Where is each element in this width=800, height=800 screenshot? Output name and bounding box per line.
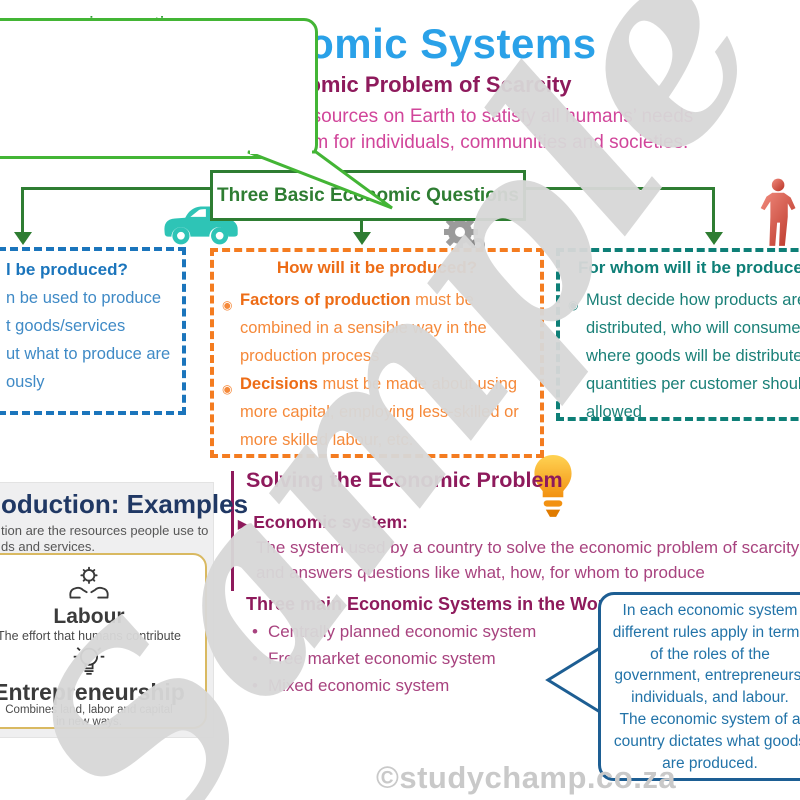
column-whom-line: where goods will be distributed, xyxy=(586,347,800,365)
entrepreneurship-title: Entrepreneurship xyxy=(0,679,185,705)
system-name: Mixed economic system xyxy=(267,676,450,695)
column-how-content: ◉ Factors of production must be combined… xyxy=(222,286,534,454)
column-whom-header: For whom will it be produced? xyxy=(578,258,800,277)
column-how-produced: How will it be produced? ◉ Factors of pr… xyxy=(210,248,544,458)
connector-drop-center xyxy=(360,214,363,233)
bubble-line: of the roles of the xyxy=(650,645,770,663)
definition-line: and answers questions like what, how, fo… xyxy=(256,563,705,582)
speech-bubble-tail xyxy=(247,148,393,210)
gears-icon xyxy=(444,216,485,252)
column-whom-line: quantities per customer should be xyxy=(586,375,800,393)
bubble-line: different rules apply in terms xyxy=(612,623,800,641)
three-questions-box: Three Basic Economic Questions xyxy=(210,170,526,221)
column-what-line: ut what to produce are xyxy=(6,345,171,363)
connector-line-right xyxy=(519,187,715,190)
list-item: • Free market economic system xyxy=(252,645,536,672)
bullet-item: ◉ Factors of production must be combined… xyxy=(222,286,534,370)
down-arrow-icon xyxy=(14,232,32,245)
labour-title: Labour xyxy=(53,605,125,628)
list-item: • Centrally planned economic system xyxy=(252,618,536,645)
lightbulb-icon xyxy=(534,455,572,517)
down-arrow-icon xyxy=(353,232,371,245)
section-accent-line xyxy=(231,471,234,591)
column-whom-content: ◉ Must decide how products are distribut… xyxy=(568,286,800,426)
column-what-line: ously xyxy=(6,373,45,391)
ring-bullet-icon: ◉ xyxy=(222,298,233,312)
column-what-line: n be used to produce xyxy=(6,289,162,307)
systems-list: • Centrally planned economic system • Free… xyxy=(252,618,536,699)
factors-of-production-card: oduction: Examples tion are the resource… xyxy=(0,482,248,738)
factors-card-subtext: tion are the resources people use to xyxy=(1,523,209,538)
dot-bullet-icon: • xyxy=(252,649,258,668)
bullet-bold-text: Factors of production xyxy=(240,291,411,309)
bubble-line: In each economic system xyxy=(622,602,798,619)
system-name: Free market economic system xyxy=(267,649,496,668)
bottom-right-speech-bubble xyxy=(598,592,800,781)
system-name: Centrally planned economic system xyxy=(267,622,537,641)
ring-bullet-icon: ◉ xyxy=(222,382,233,396)
dot-bullet-icon: • xyxy=(252,622,258,641)
column-what-content: l be produced? n be used to produce t go… xyxy=(6,256,170,396)
connector-drop-left xyxy=(21,187,24,233)
bubble-line: country dictates what goods xyxy=(613,732,800,750)
labour-description: The effort that humans contribute xyxy=(0,629,181,643)
factors-card-subtext: ds and services. xyxy=(1,539,95,554)
bullet-bold-text: Decisions xyxy=(240,375,318,393)
hands-gear-icon xyxy=(69,566,109,599)
bubble-line: government, entrepreneurs, xyxy=(614,667,800,685)
person-icon xyxy=(760,178,796,246)
definition-line: The system used by a country to solve th… xyxy=(256,538,800,557)
connector-line-left xyxy=(21,187,212,190)
systems-list-header: Three main Economic Systems in the World… xyxy=(246,594,627,614)
arrow-bullet-icon: ▶ xyxy=(238,517,248,531)
bubble-line: are produced. xyxy=(662,754,758,772)
column-how-header: How will it be produced? xyxy=(276,258,478,277)
column-what-line: t goods/services xyxy=(6,317,126,335)
term-label: Economic system: xyxy=(253,512,408,532)
bullet-item: ◉ Decisions must be made about using mor… xyxy=(222,370,534,454)
column-what-header: l be produced? xyxy=(6,260,128,279)
bubble-line: individuals, and labour. xyxy=(631,689,789,707)
column-whom-line: distributed, who will consume, xyxy=(586,319,800,337)
list-item: • Mixed economic system xyxy=(252,672,536,699)
site-credit: ©studychamp.co.za xyxy=(376,760,677,795)
bullet-text: must be made about using more capital, e… xyxy=(240,375,519,449)
speech-bubble-pointer xyxy=(545,645,604,715)
factors-card-header: oduction: Examples xyxy=(1,489,249,519)
dot-bullet-icon: • xyxy=(252,676,258,695)
lightbulb-sketch-icon xyxy=(73,647,105,675)
solving-header: Solving the Economic Problem xyxy=(246,468,563,492)
top-left-speech-bubble xyxy=(0,18,318,159)
ring-bullet-icon: ◉ xyxy=(568,298,579,312)
column-whom-line: Must decide how products are xyxy=(586,291,800,309)
column-whom-produced: For whom will it be produced? ◉ Must dec… xyxy=(556,248,800,421)
bubble-line: The economic system of a xyxy=(619,710,800,728)
column-whom-line: allowed xyxy=(586,403,642,421)
connector-drop-right xyxy=(712,187,715,233)
entrepreneurship-description: in new ways. xyxy=(56,716,122,728)
entrepreneurship-description: Combines land, labor and capital xyxy=(5,704,173,716)
down-arrow-icon xyxy=(705,232,723,245)
column-what-produced: l be produced? n be used to produce t go… xyxy=(0,247,186,415)
economic-system-term: ▶ Economic system: xyxy=(238,512,408,533)
bottom-right-bubble-text: In each economic system different rules … xyxy=(602,600,800,774)
bullet-text: must be combined in a sensible way in th… xyxy=(240,291,487,365)
factors-examples-box: Labour The effort that humans contribute… xyxy=(0,553,207,729)
